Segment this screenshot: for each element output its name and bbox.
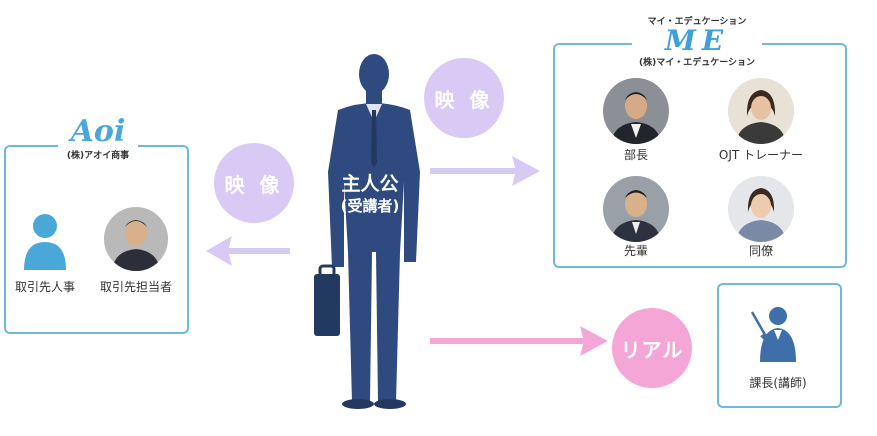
me-member-photo-2: [728, 78, 794, 144]
aoi-person2-label: 取引先担当者: [99, 280, 172, 294]
me-logo-top: マイ・エデュケーション: [647, 17, 747, 27]
me-logo-text: ME: [664, 24, 730, 57]
aoi-person2-photo: [104, 207, 168, 271]
real-box-label: 課長(講師): [749, 376, 807, 390]
aoi-person1-label: 取引先人事: [14, 280, 75, 294]
aoi-logo-text: Aoi: [70, 114, 126, 149]
lecturer-icon: [750, 307, 796, 362]
arrow-right-video: [430, 156, 540, 186]
me-member-label-2: OJT トレーナー: [718, 148, 804, 162]
me-box: [553, 43, 847, 268]
me-member-photo-1: [603, 78, 669, 144]
aoi-company: (株)アオイ商事: [66, 151, 130, 161]
real-bubble: リアル: [612, 308, 692, 388]
me-member-photo-4: [728, 176, 794, 242]
person-icon: [24, 214, 66, 270]
me-logo: マイ・エデュケーション ME (株)マイ・エデュケーション: [632, 14, 762, 68]
me-member-photo-3: [603, 176, 669, 242]
protagonist-silhouette: [314, 54, 420, 409]
protagonist-title: 主人公: [341, 173, 399, 195]
arrow-left-video: [206, 236, 290, 266]
protagonist-subtitle: (受講者): [340, 197, 400, 215]
me-member-label-1: 部長: [623, 148, 648, 162]
aoi-logo: Aoi (株)アオイ商事: [58, 116, 138, 161]
me-company: (株)マイ・エデュケーション: [638, 58, 756, 68]
arrow-right-real: [430, 326, 608, 356]
protagonist-label: 主人公 (受講者): [328, 172, 412, 216]
video-bubble-right: 映 像: [424, 58, 504, 138]
me-member-label-4: 同僚: [748, 244, 773, 258]
me-member-label-3: 先輩: [623, 244, 648, 258]
video-bubble-left: 映 像: [214, 143, 294, 223]
